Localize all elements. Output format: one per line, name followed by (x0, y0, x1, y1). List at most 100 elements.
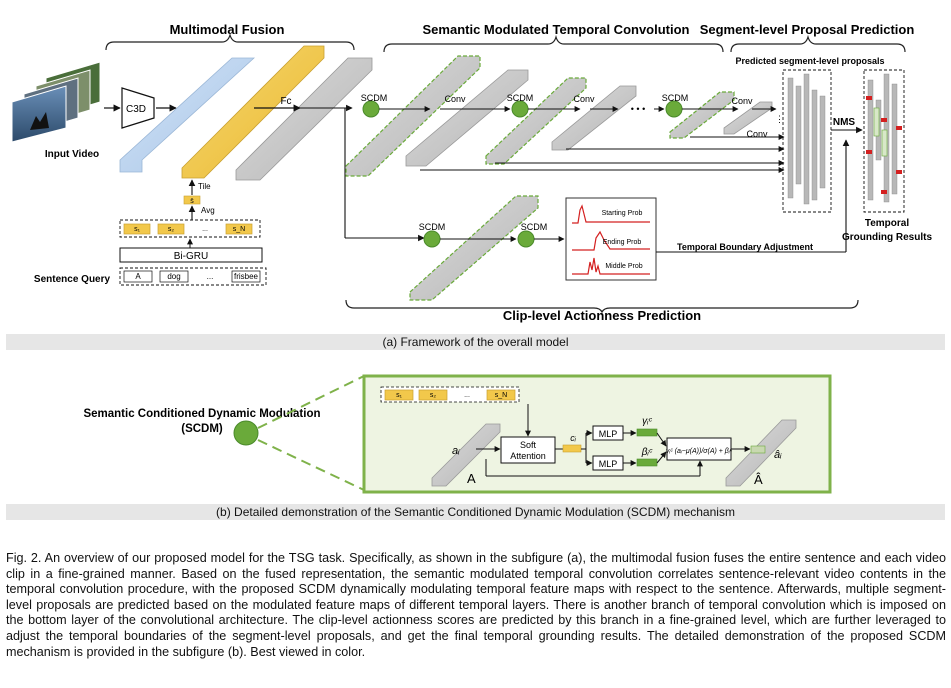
middle-prob-label: Middle Prob (605, 263, 642, 270)
clip-prediction-title: Clip-level Actionness Prediction (503, 308, 701, 323)
scdm-stage1-bar (345, 55, 481, 177)
zoom-line-bottom (257, 439, 365, 491)
video-feature-bar (119, 57, 256, 173)
sentence-query-label: Sentence Query (34, 274, 111, 285)
probability-panel (565, 197, 657, 281)
scdm-node-1 (362, 100, 380, 118)
proposal-bars (787, 73, 826, 205)
nms-label: NMS (833, 117, 856, 128)
zoom-line-top (257, 375, 365, 429)
hidden-state-text-0: s₁ (134, 226, 141, 233)
scdm-hidden-state-box-1 (418, 389, 448, 401)
conv-label-3: Conv (731, 96, 753, 106)
result-bar-3 (891, 83, 898, 195)
result-highlight-1 (881, 129, 888, 157)
result-marker-3 (866, 150, 872, 154)
hidden-state-text-2: ... (202, 226, 208, 233)
proposal-bar-0 (787, 77, 794, 199)
starting-prob-label: Starting Prob (602, 210, 643, 217)
result-marker-5 (881, 190, 887, 194)
word-text-3: frisbee (234, 272, 259, 281)
predicted-proposals-label: Predicted segment-level proposals (735, 56, 884, 66)
scdm-node-5 (517, 230, 535, 248)
word-box-1 (159, 270, 189, 283)
c3d-label: C3D (126, 104, 146, 115)
hidden-state-box-3 (225, 223, 253, 235)
A-label: A (467, 471, 476, 486)
sentence-words-box (119, 267, 267, 286)
gamma-vector (636, 428, 658, 437)
mlp-gamma-label: MLP (599, 429, 618, 439)
grounding-results-line1: Temporal (865, 218, 909, 229)
input-video-frames (11, 61, 101, 143)
word-box-3 (231, 270, 261, 283)
hidden-state-box-1 (157, 223, 185, 235)
fc-feature-bar (235, 57, 373, 181)
word-text-0: A (135, 272, 141, 281)
scdm-label-3: SCDM (662, 93, 689, 103)
soft-attention-label-1: Soft (520, 440, 537, 450)
scdm-node-3 (665, 100, 683, 118)
scdm-hidden-state-text-1: s₂ (430, 392, 437, 399)
c3d-block (121, 87, 155, 129)
scdm-detail-title-2: (SCDM) (181, 423, 223, 435)
scdm-label-4: SCDM (419, 222, 446, 232)
result-marker-0 (866, 96, 872, 100)
ellipsis-label: • • • (631, 104, 645, 114)
smtc-brace (383, 34, 724, 53)
scdm-hidden-state-box-3 (486, 389, 516, 401)
grounding-results-box (863, 69, 905, 213)
result-marker-2 (896, 126, 902, 130)
ai-hat-label: âᵢ (774, 449, 782, 461)
scdm-hidden-state-text-0: s₁ (396, 392, 403, 399)
conv-label-4: Conv (746, 129, 768, 139)
scdm-hidden-states-box (380, 386, 520, 403)
tile-label: Tile (198, 182, 211, 191)
A-hat-label: Â (754, 472, 763, 487)
word-box-0 (123, 270, 153, 283)
multimodal-fusion-title: Multimodal Fusion (170, 22, 285, 37)
vertical-dots: ⋮ (775, 114, 784, 124)
conv-label-1: Conv (444, 94, 466, 104)
scdm-hidden-state-text-3: s_N (495, 392, 507, 399)
scdm-detail-title-1: Semantic Conditioned Dynamic Modulation (83, 408, 320, 420)
gamma-label: γᵢᶜ (642, 416, 652, 427)
conv-stage2-bar (551, 85, 637, 151)
conv-label-2: Conv (573, 94, 595, 104)
hidden-states: s₁ s₂... s_N (123, 223, 253, 235)
smtc-title: Semantic Modulated Temporal Convolution (423, 22, 690, 37)
beta-vector (636, 458, 658, 467)
multimodal-fusion-brace (105, 32, 355, 51)
sentence-avg-box (183, 195, 201, 205)
result-bar-0 (867, 79, 874, 201)
mlp-beta-label: MLP (599, 459, 618, 469)
subcaption-b: (b) Detailed demonstration of the Semant… (6, 504, 945, 520)
clip-branch-bar (409, 195, 539, 301)
proposal-bar-1 (795, 85, 802, 185)
middle-prob-curve (572, 257, 650, 275)
avg-label: Avg (201, 206, 215, 215)
proposal-bar-3 (811, 89, 818, 201)
starting-prob-curve (572, 204, 650, 224)
result-highlight-0 (873, 107, 880, 137)
bigru-box (119, 247, 263, 263)
fused-feature-bar (181, 45, 325, 179)
hidden-state-text-1: s₂ (168, 226, 175, 233)
hidden-state-text-3: s_N (233, 226, 245, 233)
scdm-label-1: SCDM (361, 93, 388, 103)
scdm-label-5: SCDM (521, 222, 548, 232)
conv-stage1-bar (405, 69, 529, 167)
segment-prediction-brace (730, 34, 906, 53)
grounding-results-line2: Grounding Results (842, 232, 932, 243)
sentence-avg-label: s̄ (190, 198, 194, 205)
context-vector-box (562, 444, 582, 453)
ai-label: aᵢ (452, 445, 460, 457)
ending-prob-curve (572, 230, 650, 251)
segment-prediction-title: Segment-level Proposal Prediction (700, 22, 915, 37)
subcaption-a: (a) Framework of the overall model (6, 334, 945, 350)
result-marker-4 (896, 170, 902, 174)
scdm-node-4 (423, 230, 441, 248)
scdm-hidden-state-text-2: ... (464, 392, 470, 399)
soft-attention-box (500, 436, 556, 464)
bigru-label: Bi-GRU (174, 251, 208, 262)
